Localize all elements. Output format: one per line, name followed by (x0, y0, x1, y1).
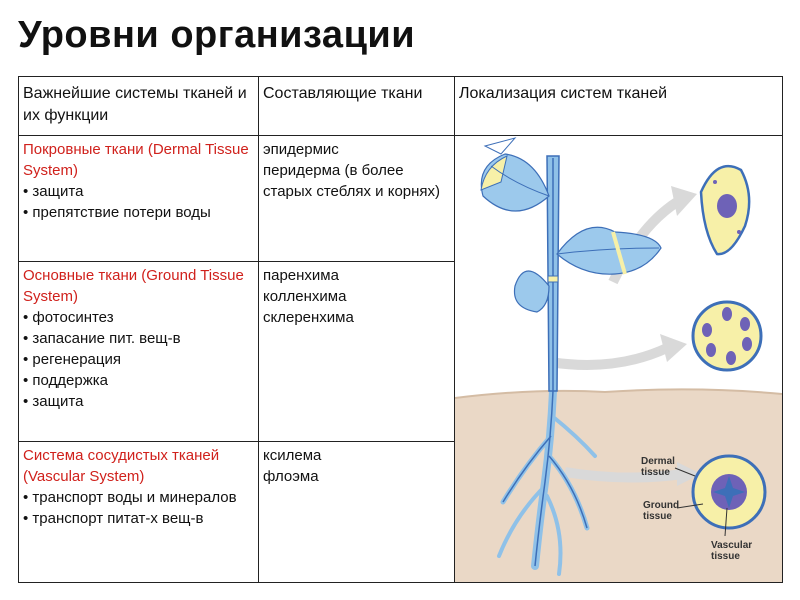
leaf-cut-section (611, 231, 627, 275)
component-item: эпидермис (263, 141, 339, 158)
table-header-row: Важнейшие системы тканей и их функции Со… (18, 76, 783, 136)
component-item: перидерма (в более старых стеблях и корн… (263, 162, 441, 200)
leaf-vein (556, 247, 660, 255)
soil-surface-line (455, 388, 782, 399)
table-row-ground: Основные ткани (Ground Tissue System) фо… (18, 261, 783, 442)
function-item: запасание пит. вещ-в (23, 328, 254, 349)
function-item: препятствие потери воды (23, 202, 254, 223)
ground-label: Ground tissue (643, 500, 682, 522)
function-item: защита (23, 181, 254, 202)
component-item: паренхима (263, 267, 339, 284)
vascular-label: Vascular tissue (711, 540, 755, 562)
vascular-functions: транспорт воды и минералов транспорт пит… (23, 487, 254, 529)
arrow-to-ground (549, 343, 670, 370)
function-item: поддержка (23, 370, 254, 391)
function-item: транспорт питат-х вещ-в (23, 508, 254, 529)
dermal-system-cell: Покровные ткани (Dermal Tissue System) з… (18, 135, 259, 262)
callout-line (676, 503, 704, 509)
leaf-section-yellow (480, 155, 508, 191)
function-item: фотосинтез (23, 307, 254, 328)
dermal-cell-inset (699, 164, 751, 256)
plant-illustration-cell: Dermal tissue Ground tissue Vascular tis… (454, 135, 783, 583)
page-title: Уровни организации (18, 14, 416, 56)
tissue-systems-table: Важнейшие системы тканей и их функции Со… (18, 76, 783, 583)
callout-line (674, 467, 696, 477)
table-row-vascular: Система сосудистых тканей (Vascular Syst… (18, 441, 783, 583)
ground-system-cell: Основные ткани (Ground Tissue System) фо… (18, 261, 259, 442)
arrowhead-icon (671, 186, 697, 216)
header-systems: Важнейшие системы тканей и их функции (18, 76, 259, 136)
header-location: Локализация систем тканей (454, 76, 783, 136)
header-components: Составляющие ткани (258, 76, 455, 136)
callout-line (724, 507, 728, 537)
stem-section-marker (547, 275, 559, 283)
component-item: склеренхима (263, 309, 354, 326)
ground-functions: фотосинтез запасание пит. вещ-в регенера… (23, 307, 254, 412)
vascular-components-cell: ксилема флоэма (258, 441, 455, 583)
leaf-vein (490, 165, 550, 197)
leaf-lower-left (513, 270, 550, 313)
ground-components-cell: паренхима колленхима склеренхима (258, 261, 455, 442)
vascular-tissue-inset (691, 454, 767, 530)
ground-components: паренхима колленхима склеренхима (263, 265, 450, 328)
dermal-components-cell: эпидермис перидерма (в более старых стеб… (258, 135, 455, 262)
leaf-right (556, 226, 662, 275)
leaf-cut-edge (483, 137, 517, 155)
dermal-components: эпидермис перидерма (в более старых стеб… (263, 139, 450, 202)
function-item: регенерация (23, 349, 254, 370)
component-item: флоэма (263, 468, 319, 485)
function-item: транспорт воды и минералов (23, 487, 254, 508)
ground-tissue-inset (691, 300, 763, 372)
vascular-components: ксилема флоэма (263, 445, 450, 487)
component-item: колленхима (263, 288, 347, 305)
table-row-dermal: Покровные ткани (Dermal Tissue System) з… (18, 135, 783, 583)
arrow-to-vascular (564, 467, 684, 483)
plant-illustration: Dermal tissue Ground tissue Vascular tis… (455, 137, 782, 582)
vascular-system-cell: Система сосудистых тканей (Vascular Syst… (18, 441, 259, 583)
dermal-functions: защита препятствие потери воды (23, 181, 254, 223)
dermal-label: Dermal tissue (641, 456, 678, 478)
root-veins (502, 390, 588, 567)
vascular-system-name: Система сосудистых тканей (Vascular Syst… (23, 447, 220, 485)
ground-system-name: Основные ткани (Ground Tissue System) (23, 267, 244, 305)
dermal-system-name: Покровные ткани (Dermal Tissue System) (23, 141, 249, 179)
arrowhead-icon (660, 334, 687, 362)
function-item: защита (23, 391, 254, 412)
component-item: ксилема (263, 447, 322, 464)
